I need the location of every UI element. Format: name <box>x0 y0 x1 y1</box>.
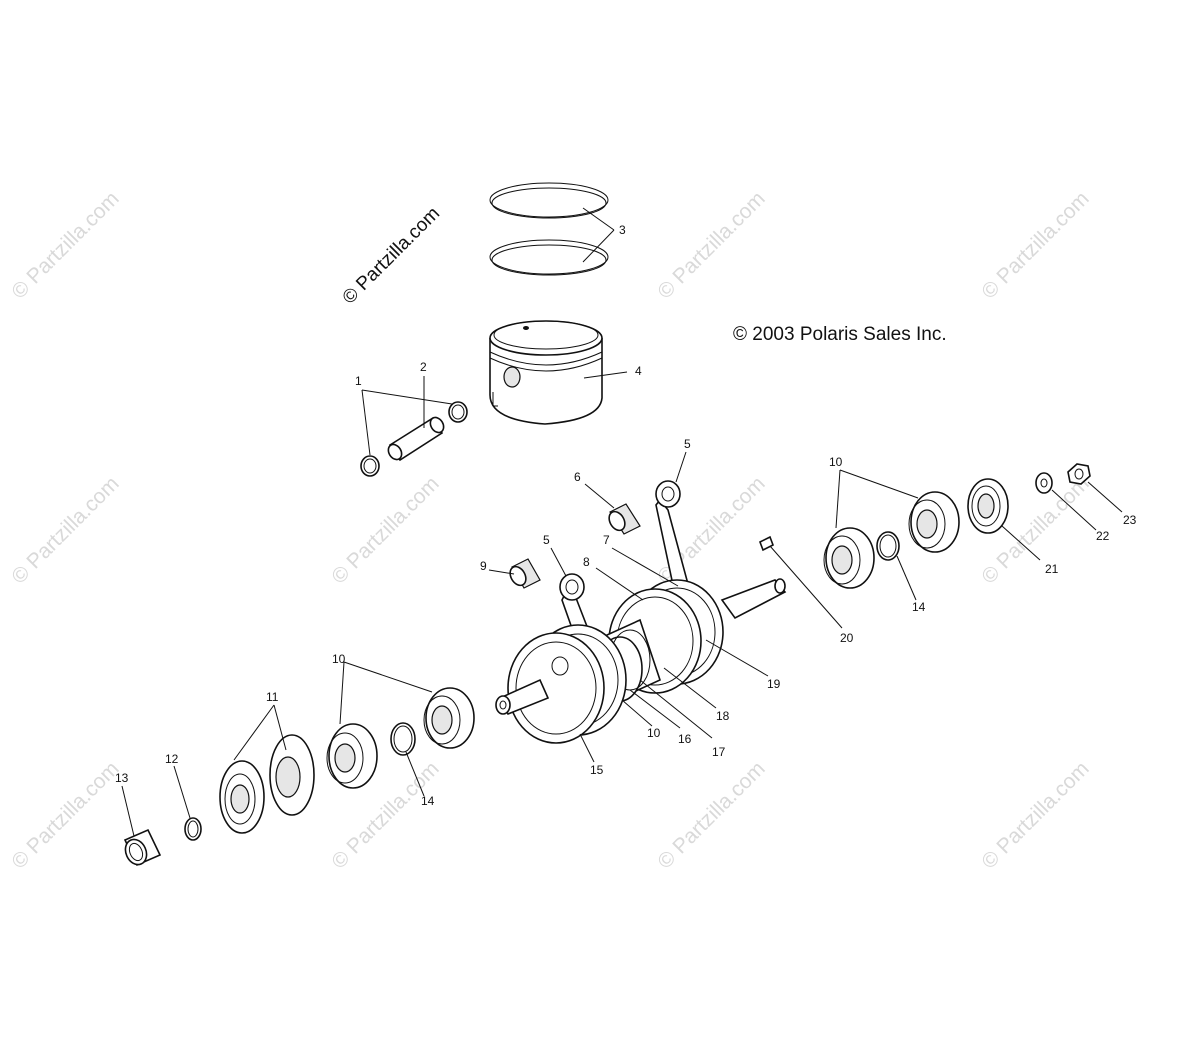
callout-10-right: 10 <box>829 455 843 469</box>
nut-right[interactable] <box>1067 463 1091 485</box>
copyright-text: © 2003 Polaris Sales Inc. <box>733 324 947 345</box>
shim-ring-left[interactable] <box>390 722 416 756</box>
snap-ring-left[interactable] <box>184 817 202 841</box>
callout-18: 18 <box>716 709 730 723</box>
watermark: © Partzilla.com <box>7 187 123 303</box>
callout-10-left: 10 <box>332 652 346 666</box>
callout-5-top: 5 <box>684 437 691 451</box>
circlip-left[interactable] <box>360 455 380 477</box>
woodruff-key[interactable] <box>758 535 775 552</box>
shim-ring-right[interactable] <box>876 531 900 561</box>
callout-5-mid: 5 <box>543 533 550 547</box>
bearing-right-outer[interactable] <box>908 491 960 553</box>
callout-12: 12 <box>165 752 179 766</box>
wrist-pin[interactable] <box>386 415 447 462</box>
callout-10-center: 10 <box>647 726 661 740</box>
piston[interactable] <box>489 320 603 425</box>
callout-8: 8 <box>583 555 590 569</box>
callout-6: 6 <box>574 470 581 484</box>
callout-7: 7 <box>603 533 610 547</box>
needle-bearing-upper[interactable] <box>606 503 641 535</box>
watermark: © Partzilla.com <box>7 472 123 588</box>
callout-13: 13 <box>115 771 129 785</box>
seal-left-outer[interactable] <box>269 734 315 816</box>
washer-right[interactable] <box>1035 472 1053 494</box>
callout-1: 1 <box>355 374 362 388</box>
callout-2: 2 <box>420 360 427 374</box>
callout-4: 4 <box>635 364 642 378</box>
crankshaft[interactable] <box>495 578 787 744</box>
watermark: © Partzilla.com <box>7 757 123 873</box>
seal-left-inner[interactable] <box>219 760 265 834</box>
callout-labels: 3 4 1 2 6 5 5 7 8 9 10 14 21 22 23 20 19… <box>115 223 1137 808</box>
bushing-left[interactable] <box>122 828 162 868</box>
bearing-right-inner[interactable] <box>823 527 875 589</box>
watermark: © Partzilla.com <box>977 757 1093 873</box>
callout-20: 20 <box>840 631 854 645</box>
callout-15: 15 <box>590 763 604 777</box>
callout-17: 17 <box>712 745 726 759</box>
callout-21: 21 <box>1045 562 1059 576</box>
callout-16: 16 <box>678 732 692 746</box>
bearing-left-inner[interactable] <box>423 687 475 749</box>
watermark: © Partzilla.com <box>653 187 769 303</box>
callout-14-left: 14 <box>421 794 435 808</box>
partzilla-watermark-main: © Partzilla.com <box>339 203 444 308</box>
callout-19: 19 <box>767 677 781 691</box>
leader-lines <box>121 207 1123 837</box>
callout-23: 23 <box>1123 513 1137 527</box>
callout-9: 9 <box>480 559 487 573</box>
needle-bearing-lower[interactable] <box>507 558 541 589</box>
watermark: © Partzilla.com <box>327 472 443 588</box>
piston-rings[interactable] <box>489 182 609 276</box>
callout-3: 3 <box>619 223 626 237</box>
watermark: © Partzilla.com <box>653 757 769 873</box>
watermark: © Partzilla.com <box>977 187 1093 303</box>
bearing-left-outer[interactable] <box>326 723 378 789</box>
callout-22: 22 <box>1096 529 1110 543</box>
circlip-right[interactable] <box>448 401 468 423</box>
callout-11: 11 <box>266 690 279 704</box>
callout-14-right: 14 <box>912 600 926 614</box>
oil-seal-right[interactable] <box>967 478 1009 534</box>
